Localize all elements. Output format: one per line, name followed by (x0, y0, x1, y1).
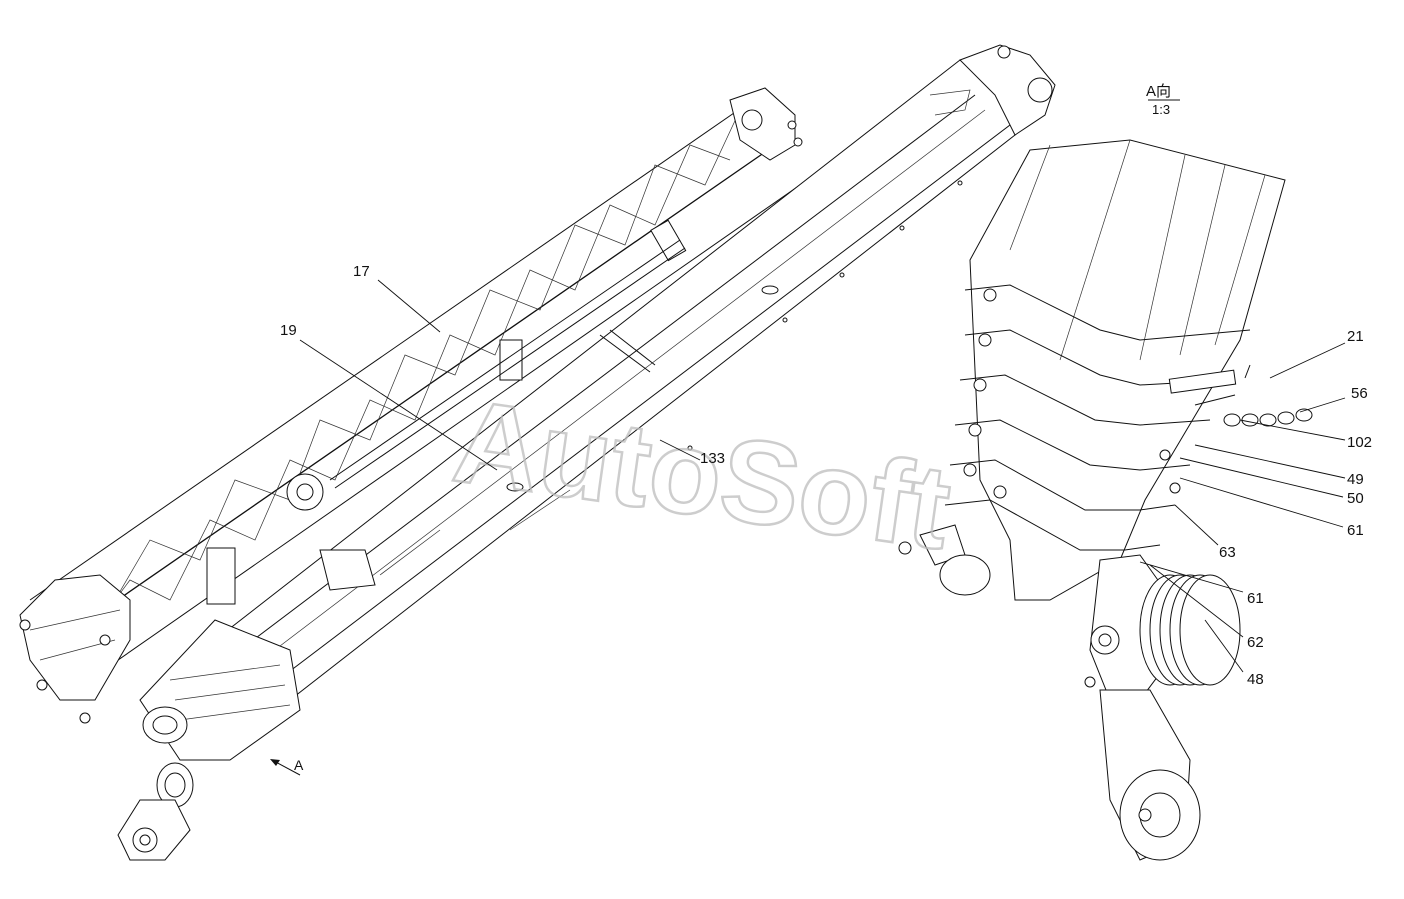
callout-label: 49 (1347, 471, 1364, 488)
callout-label: 21 (1347, 328, 1364, 345)
callout-label: 50 (1347, 490, 1364, 507)
view-title: A向 1:3 (1146, 83, 1180, 117)
watermark-text: AutoSoft (446, 375, 958, 575)
callout-label: 133 (700, 450, 725, 467)
callout-102: 102 (1239, 419, 1372, 451)
callout-17: 17 (353, 263, 441, 333)
callout-label: 48 (1247, 671, 1264, 688)
callout-56: 56 (1299, 385, 1368, 413)
callout-21: 21 (1269, 328, 1364, 379)
callout-62: 62 (1149, 564, 1264, 651)
callout-50: 50 (1179, 457, 1364, 507)
callout-label: 61 (1247, 590, 1264, 607)
callout-63: 63 (1174, 504, 1236, 561)
view-scale-label: 1:3 (1152, 102, 1170, 117)
view-arrow-a: A (270, 757, 304, 776)
callout-label: 56 (1351, 385, 1368, 402)
callout-133: 133 (659, 439, 725, 467)
callout-61-upper: 61 (1179, 477, 1364, 539)
callout-label: 62 (1247, 634, 1264, 651)
callout-label: 61 (1347, 522, 1364, 539)
callout-61-lower: 61 (1139, 561, 1264, 607)
callout-label: 19 (280, 322, 297, 339)
callout-48: 48 (1204, 619, 1264, 688)
view-arrow-label: A (294, 757, 304, 773)
callout-label: 102 (1347, 434, 1372, 451)
lattice-jib (19, 87, 803, 724)
callout-label: 17 (353, 263, 370, 280)
callout-19: 19 (280, 322, 498, 471)
view-title-label: A向 (1146, 83, 1171, 100)
callout-label: 63 (1219, 544, 1236, 561)
view-a-detail (898, 139, 1313, 861)
telescopic-boom (117, 44, 1056, 861)
callout-49: 49 (1194, 444, 1364, 488)
